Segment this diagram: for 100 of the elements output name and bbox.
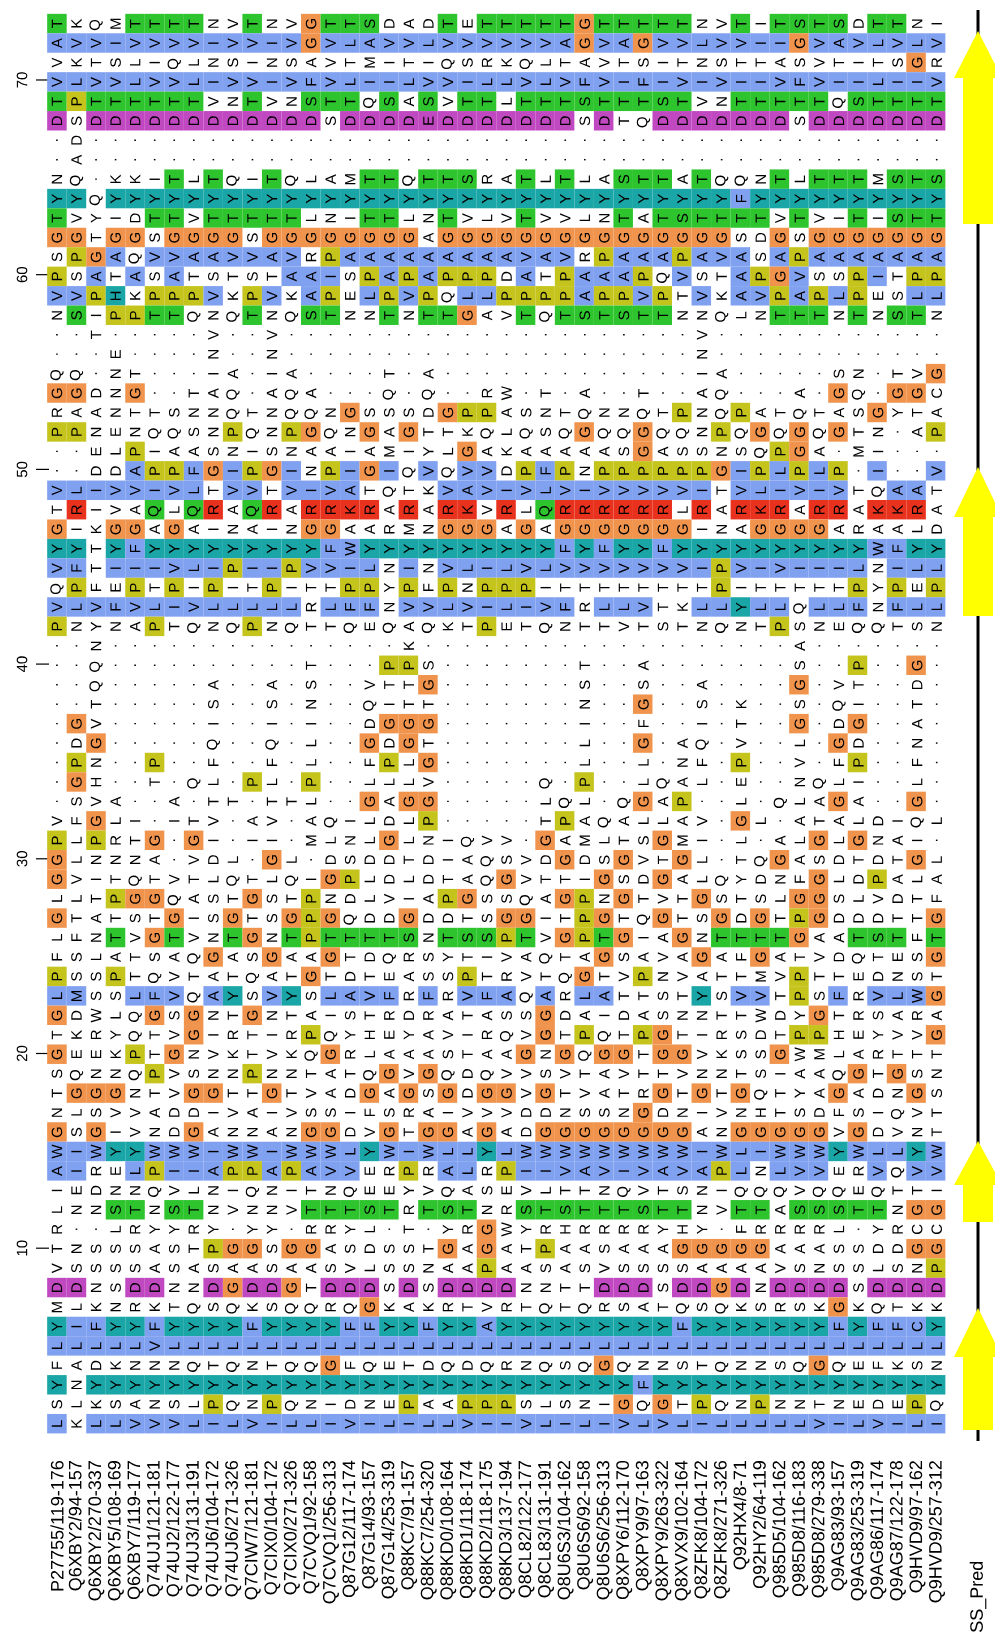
sequence-id: Q88KD0/108-164 bbox=[439, 1460, 457, 1600]
alignment-row: AVVIVVVVIVVIVGVLAVVLVVVVVVAGVAGVVLVVIIGVAVLVLV bbox=[47, 33, 946, 53]
alignment-row: GDWLQGSGNTGNTAISTRDRATASSGDAIDASNNTTWDYGTRSARA bbox=[47, 1005, 942, 1026]
sequence-id: Q74UJ2/122-177 bbox=[166, 1461, 183, 1597]
sequence-id: Q88KD1/118-174 bbox=[459, 1460, 476, 1599]
alignment-row: .GV.....I..I.I..DGGG.......I..F..I.T..G.DG..A. bbox=[56, 713, 938, 734]
sequence-id: Q7CVQ1/92-158 bbox=[302, 1461, 320, 1594]
alignment-row: VKTSLIQLNSINSAVTMITIQSRKQLTAVTSITNSTTASVTITSGR bbox=[51, 52, 942, 73]
sequence-id: Q6XBY2/270-337 bbox=[87, 1461, 105, 1601]
alignment-row: VFGLI.ITV.AV.AQILDLP.....TPAQALLAV.GL.ATALDIQL bbox=[51, 811, 942, 831]
sequence-id: Q7CIX0/271-326 bbox=[283, 1461, 300, 1595]
alignment-row: .PN..P..F..F.L..FPLG.......L..L.NF.P..V.FP..F. bbox=[56, 752, 938, 773]
alignment-row: PNYNAPTQNQPNQTTQEQAQKTPETQNTTVTSTNQNTPSNEQQTSN bbox=[47, 616, 942, 637]
alignment-row: VFTIIIVLIPIIPVVILNINVLILVLVVVVVVVIPVIVIIILNILL bbox=[47, 558, 946, 578]
alignment-row: ...E....N..N.....................N............ bbox=[56, 349, 938, 359]
alignment-row: GEEKPTGNVKTVKQGRLAAASTAAGNGQGGTGGVKSSGWMLARTTT bbox=[47, 1044, 942, 1064]
alignment-row: DDNSDDNNDGDDGTDDDSDSDDDDNNTTDDDSDDGDNDDDDSDDDD bbox=[47, 1277, 946, 1298]
ruler-number: 40 bbox=[16, 656, 28, 673]
alignment-row: IEDNNQVLNIQNITNQEEYVQASEVLTTNQVTSNIQQQVQQEQTTI bbox=[51, 1185, 942, 1197]
alignment-row: DSDDDDDDDDDDDDSDDDDEDDDDDDDSDTQDDDDDDDSDDDDDDD bbox=[47, 111, 946, 131]
alignment-row: GLNNNA.VDL.GL.DSDDTDIAQSVDGDSGVTGL.TQGASDTDTGL bbox=[47, 850, 942, 870]
sequence-id: Q985D8/116-183 bbox=[791, 1461, 809, 1597]
sequence-id: Q985D8/279-338 bbox=[811, 1461, 828, 1598]
alignment-row: GVITQTVTLQTLQIGPLDLDTAQGVTTIGSDGALQYDNFGLDPALA bbox=[47, 869, 942, 889]
sequence-id: Q6XBY5/108-169 bbox=[107, 1461, 124, 1601]
ruler-number: 20 bbox=[16, 1045, 28, 1062]
sequence-id: Q8XPY6/112-170 bbox=[615, 1460, 633, 1600]
alignment-row: YNYYYYYYYYYYYYYYYYYYYYYYYYYYYYFYYYYYYYYYYYYYYY bbox=[47, 1375, 946, 1395]
sequence-id: P27755/119-176 bbox=[50, 1461, 64, 1591]
sequence-id: Q7CVQ1/256-313 bbox=[322, 1461, 339, 1604]
alignment-row: TNSSSASTPGGSGGASDSSTGAGATPAASAAAGGGGGAAASSDDGG bbox=[51, 1238, 946, 1259]
alignment-row: LFNTVGTVNTGNTPTTTTSNTSSPTVGPTGIAGNTTTTGAATSTFT bbox=[51, 927, 946, 948]
alignment-row: .GH..T.QL.PL.P..LLLV.....Q.P..LQAL.E..NQLI..L. bbox=[56, 772, 938, 792]
sequence-id: Q74UJ6/271-326 bbox=[224, 1461, 242, 1597]
alignment-row: VLVVLVVLIVVIVFVLIILVVILLVLVFVIFIVIVIIVFVIILIIV bbox=[47, 72, 946, 92]
alignment-row: ..DDAPPFGIPGINPIGIQVQVVDPFPNPPPPPPGIPLPLP.I..V bbox=[56, 461, 946, 481]
alignment-row: YIFYYFYYYYFYYYYFFYYFYYAYYYYYYYYYFYYYYYYYFYFFCY bbox=[47, 1316, 946, 1337]
alignment-row: R..LRYYRY.YY.RRYL.T.YRGWYRHRRRRYHY.FRRRRL.YRCC bbox=[51, 1219, 942, 1239]
sequence-id: Q6XBY7/119-177 bbox=[127, 1461, 144, 1600]
alignment-row: TGGGNTVGGTTGTVADGAGSGDGGVGTVATRGTGTGQTYAGADNGS bbox=[51, 1083, 942, 1103]
sequence-id: Q6XBY2/94-157 bbox=[68, 1461, 85, 1591]
alignment-row: GTATSTGISGTSGPGQDDGDDTSGGITPGTQGTSGDGTPGDDDTTG bbox=[47, 908, 946, 928]
alignment-row: VLVFVLIVLLLLLRLFFNVVLVILIVFRLLVTKLLYLLQLLFNFLL bbox=[47, 597, 946, 617]
sequence-id: Q92HY2/64-119 bbox=[752, 1461, 770, 1589]
ruler-number: 70 bbox=[16, 72, 28, 88]
sequence-id: Q985D5/104-162 bbox=[772, 1461, 789, 1598]
alignment-row: LMSSLFVQAYSVYSLAVFRFRVFAQARLATTSTYSVVTPSFRVLWG bbox=[47, 986, 946, 1006]
alignment-row: MLKNRKTQSQKSQQRQGKAKRTVRTQTQRSATQSQKSRSKGKQTKK bbox=[51, 1297, 942, 1317]
alignment-row: NLSVVADDIVAIVSSIFSRAIVVVDDNSSNGDNIVNHTSDFSIQVT bbox=[51, 1102, 942, 1123]
alignment-row: LKLLVVVLILVILLIVILILLVIIVLILIVLVLILLLLLVILVILI bbox=[47, 1413, 946, 1434]
sequence-id: Q88KC7/91-157 bbox=[400, 1461, 418, 1590]
alignment-row: AIRELPIIAPPAPAVVERPRALRPIIVAVIVAVAPLNLVVERVQVV bbox=[47, 1161, 946, 1181]
alignment-row: QQ.NT...IA.IA....T.A.............IA.....SN.TVG bbox=[50, 363, 946, 384]
sequence-id: Q8U6S3/104-162 bbox=[557, 1461, 574, 1600]
sequence-id: Q8XPY9/97-163 bbox=[635, 1461, 652, 1591]
ruler-number: 30 bbox=[16, 851, 28, 867]
sequence-id: Q8XPY9/263-322 bbox=[654, 1461, 672, 1601]
sequence-id: Q8CL82/122-177 bbox=[518, 1461, 535, 1598]
sequence-id: Q8U6S6/92-158 bbox=[576, 1461, 594, 1590]
alignment-row: TPTTTTTTVNTVNSTTQSASVTTLTTTSTTTSTVNTTTTTQSTTTT bbox=[47, 91, 946, 112]
alignment-row: PSSPTQVTATQATGTDTEASSPTRVTQGTVPNVATTMVPTTEDNST bbox=[47, 966, 942, 987]
alignment-row: LLLLLVLLLLLLLLLLLLLLLLLLLLLLLLLLLLLLLLLLLLLLLL bbox=[47, 1336, 946, 1356]
sequence-id: Q8ZFK8/271-326 bbox=[713, 1461, 730, 1599]
sequence-id: Q9AG87/122-178 bbox=[889, 1461, 906, 1601]
sequence-id: Q8ZFK8/104-172 bbox=[693, 1461, 711, 1599]
sequence-id: Q8U6S6/256-313 bbox=[596, 1461, 613, 1600]
alignment-row: YYTYFYYYYYYYYYFWYYYYYYYYYYFYFYYFYYYYYYYYYYWFYY bbox=[47, 538, 946, 559]
alignment-row: TKQMTTTTNVTNVGTTSDADTETTTTTGTTTTTNVTITSTSDTTNI bbox=[47, 13, 942, 34]
sequence-id: Q9AG83/93-157 bbox=[830, 1461, 848, 1591]
sequence-id: Q9AG86/117-174 bbox=[869, 1460, 887, 1600]
alignment-row: LNNSTNSTNVNNVTTTSTRTSTNRSTSTTTSTTNVTTASSSTTNGG bbox=[51, 1200, 946, 1220]
sequence-id: Q9AG83/253-319 bbox=[850, 1461, 867, 1601]
alignment-row: VVPHKPPPVKPVKAPELPVPQLLPPPPAPPVPTVKAVPAPLPESLL bbox=[47, 286, 946, 306]
sequence-id: Q9HVD9/257-312 bbox=[928, 1461, 945, 1603]
alignment-row: NSIPPTTQNQTNQSTNNTNTTGAVTQTSTSTTNNQLNTTTNTNSTN bbox=[51, 305, 942, 325]
alignment-row: .D............................................ bbox=[56, 135, 938, 145]
alignment-row: SPGAQVVAAVVAVRPAAAAAAAAAVAVRPAAAPAVASAPAAAAAAA bbox=[51, 247, 946, 267]
sequence-id: Q74UJ1/121-181 bbox=[146, 1461, 163, 1597]
alignment-row: VLIVVIVLTVVTVIVATQTKVAVIVLVIVVVVVITVLIVIVTQAAT bbox=[47, 480, 942, 500]
sequence-id: Q88KD2/118-175 bbox=[478, 1460, 496, 1599]
sequence-id: Q7CIX0/104-172 bbox=[263, 1461, 281, 1595]
alignment-row: GIKGGAGAINAINGGAARMNGGGAGAGGGGGGGINAGGGGARAALD bbox=[47, 519, 942, 539]
sequence-id: Q88KD3/137-194 bbox=[498, 1460, 515, 1600]
sequence-id: Q8XVX9/102-164 bbox=[674, 1460, 691, 1601]
alignment-row: VSSSSASASAASAASVLSSNAAPAASASVSSSSAAAAVSNSSLSNP bbox=[51, 1258, 946, 1278]
alignment-row: RAANTTSNNQTNQQNGSSSDGPPASNTQNNQTPNQPATQTASGYTA bbox=[51, 402, 942, 423]
alignment-row: ..N...............K...................A....... bbox=[56, 641, 938, 651]
alignment-row: GGTGGSGGGGSGGGGGGGGAGGGGGGGGGGGGGGGSDGSGGGGGGG bbox=[47, 227, 946, 248]
alignment-row: .A............................................ bbox=[56, 154, 938, 165]
track-label: SS_Pred bbox=[969, 1561, 987, 1632]
sequence-id: Q87G14/253-319 bbox=[381, 1461, 398, 1599]
alignment-row: FSLATSAQGASGAAGTDQRSYTIVAQTAGSAVAGAFGATVDQTESG bbox=[51, 947, 946, 967]
alignment-row: PSATASATSTSTAAISPAPAPPPDATPAAAPQVSTAPGVSSPITPP bbox=[47, 266, 946, 287]
alignment-row: TKRYQTVGIRTIRPQYHEYAVIRQVGTPQTPGTIRSDTPPHEYVVG bbox=[51, 1025, 946, 1045]
sequence-id: Q74UJ6/104-172 bbox=[205, 1461, 222, 1597]
alignment-row: SQNNQPVSNNPNNTATQGVGQDQVVSVTAVTTVNNTSIAAQGTGSN bbox=[51, 1063, 942, 1084]
alignment-row: ..Q.....A..A.S..VTTG.......S..S..A....G.VT..D. bbox=[56, 675, 938, 695]
alignment-row: GGDNG..TAQ.AQA...Q.Q..RW.T.A..T..AQ...A.GQ.GGC bbox=[47, 383, 942, 403]
alignment-row: TVYIDTTVTTTTTLNITTLNTVLVTVVLNTATSTTTTVTVITISTT bbox=[47, 208, 946, 228]
alignment-row: ..T.....V..V.....................V............ bbox=[56, 329, 938, 340]
